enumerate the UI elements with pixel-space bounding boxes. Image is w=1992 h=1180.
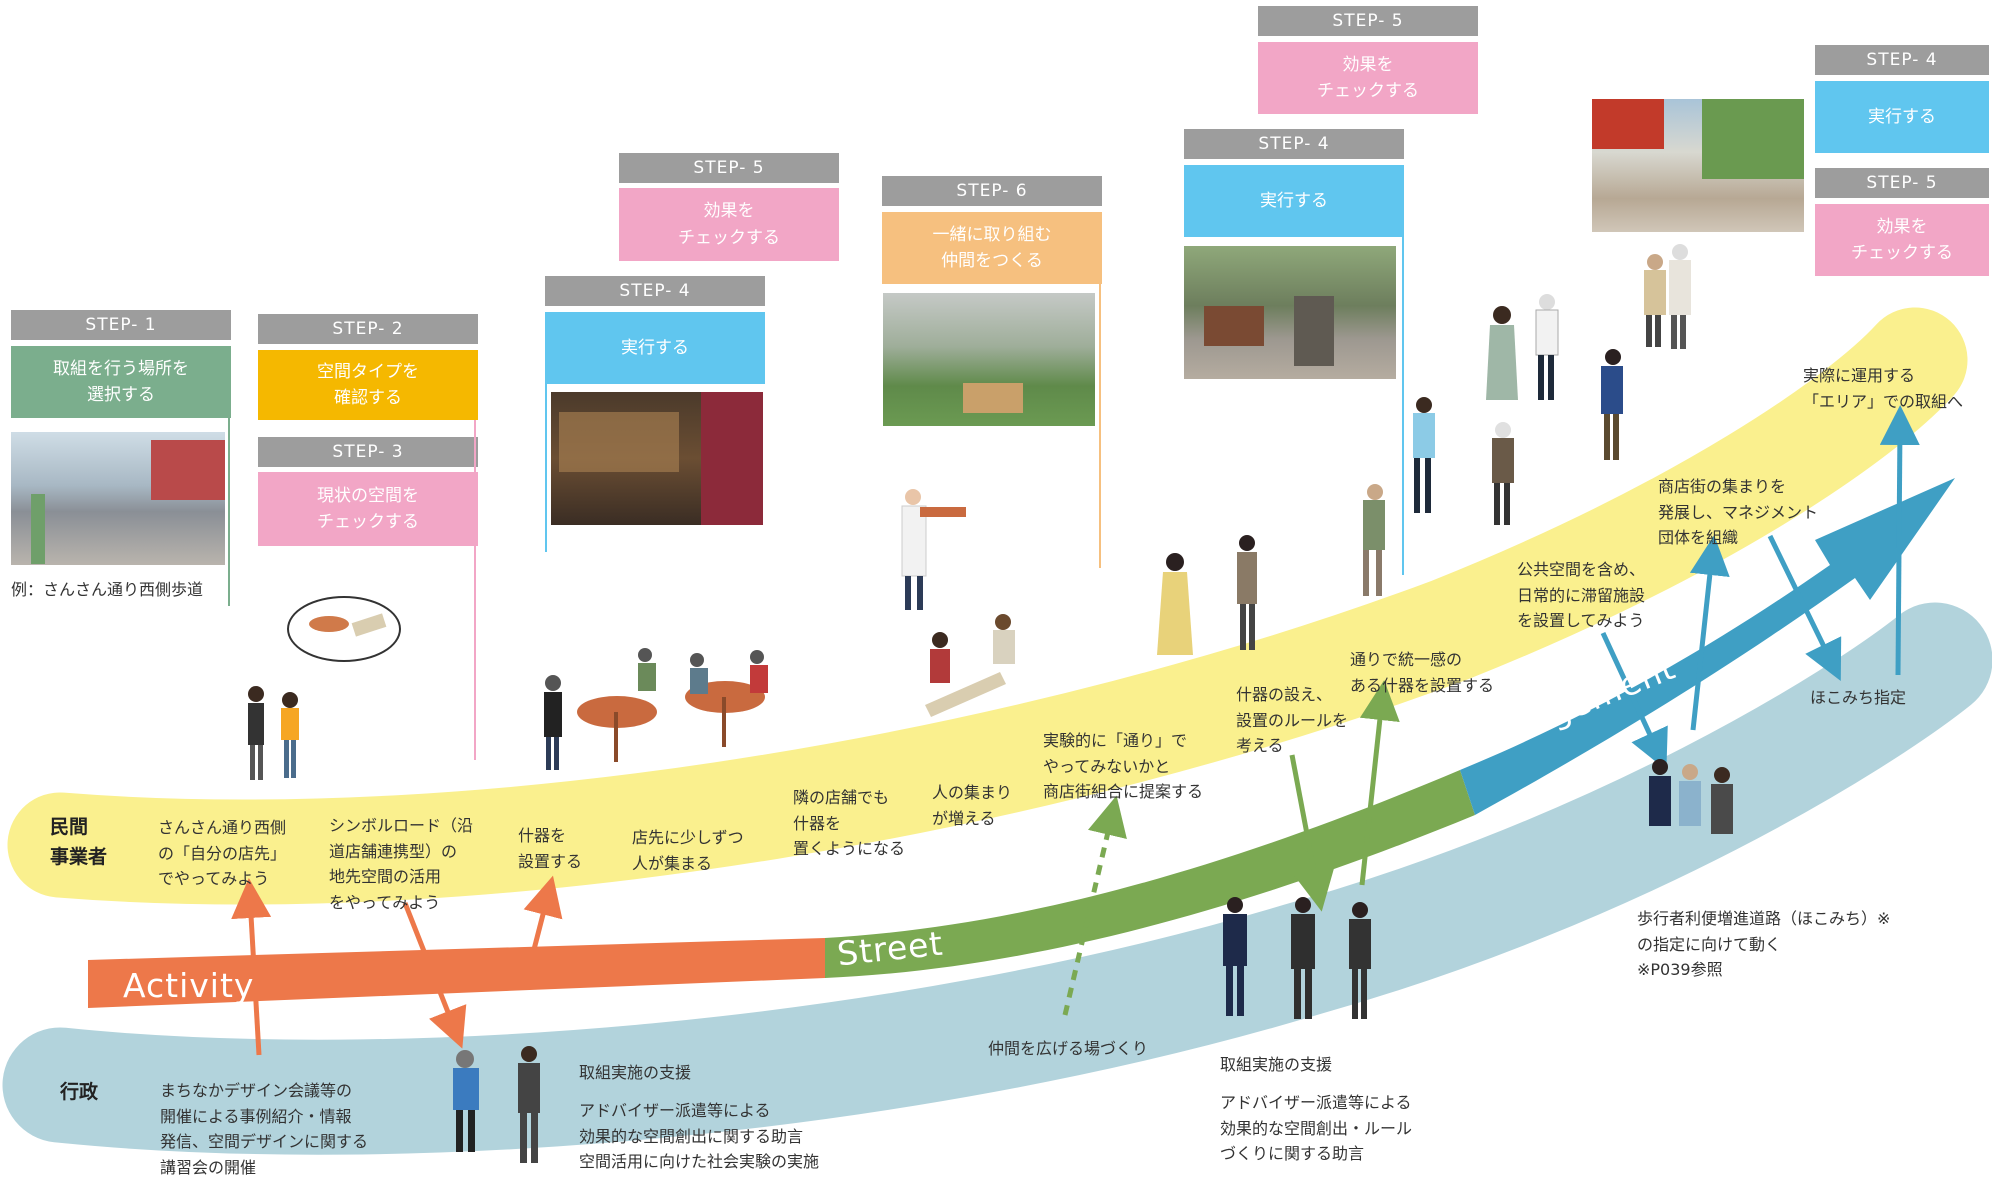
step-1-line — [228, 346, 230, 606]
step-5b-tag: STEP- 5 — [1258, 6, 1478, 36]
step-5a-box: 効果を チェックする — [619, 188, 839, 261]
shopping-street-photo — [1592, 99, 1804, 232]
private-text-4: 店先に少しずつ 人が集まる — [632, 828, 744, 873]
step-5b-box: 効果を チェックする — [1258, 42, 1478, 114]
street-photo — [11, 432, 225, 565]
private-text-11: 商店街の集まりを 発展し、マネジメント 団体を組織 — [1658, 477, 1819, 548]
private-text-2: シンボルロード（沿 道店舗連携型）の 地先空間の活用 をやってみよう — [329, 816, 474, 912]
admin-text-3: 仲間を広げる場づくり — [988, 1039, 1149, 1058]
admin-text-2-title: 取組実施の支援 — [579, 1063, 692, 1082]
step-6-tag: STEP- 6 — [882, 176, 1102, 206]
step-4c-tag: STEP- 4 — [1815, 45, 1989, 75]
step-1-box: 取組を行う場所を 選択する — [11, 346, 231, 418]
thought-bubble — [287, 596, 401, 662]
admin-people — [453, 759, 1733, 1163]
admin-row-label: 行政 — [60, 1081, 99, 1103]
cafe-scene — [544, 648, 768, 770]
private-text-1: さんさん通り西側 の「自分の店先」 でやってみよう — [158, 818, 287, 889]
admin-text-2-body: アドバイザー派遣等による 効果的な空間創出に関する助言 空間活用に向けた社会実験… — [579, 1101, 820, 1172]
step-4b-tag: STEP- 4 — [1184, 129, 1404, 159]
private-text-7: 実験的に「通り」で やってみないかと 商店街組合に提案する — [1043, 731, 1204, 802]
step-4b-line — [1402, 165, 1404, 575]
street-people — [1363, 244, 1691, 596]
park-photo — [883, 293, 1095, 426]
step-2-tag: STEP- 2 — [258, 314, 478, 344]
street-market-photo — [1184, 246, 1396, 379]
private-text-5: 隣の店舗でも 什器を 置くようになる — [793, 788, 906, 859]
step-1-tag: STEP- 1 — [11, 310, 231, 340]
step-4a-line — [545, 312, 547, 552]
step-3-box: 現状の空間を チェックする — [258, 472, 478, 546]
admin-text-4-title: 取組実施の支援 — [1220, 1055, 1333, 1074]
step-4a-tag: STEP- 4 — [545, 276, 765, 306]
admin-text-5: 歩行者利便増進道路（ほこみち）※ の指定に向けて動く ※P039参照 — [1637, 909, 1891, 980]
private-band — [7, 307, 1968, 905]
step-2-box: 空間タイプを 確認する — [258, 350, 478, 420]
shop-photo — [551, 392, 763, 525]
admin-text-1: まちなかデザイン会議等の 開催による事例紹介・情報 発信、空間デザインに関する … — [160, 1081, 369, 1177]
private-text-10: 公共空間を含め、 日常的に滞留施設 を設置してみよう — [1517, 560, 1646, 631]
admin-band — [2, 602, 1992, 1155]
step-4c-box: 実行する — [1815, 81, 1989, 153]
step-4b-box: 実行する — [1184, 165, 1404, 237]
private-text-6: 人の集まり が増える — [932, 783, 1013, 828]
people-illustrations — [248, 244, 1733, 1163]
shop-pair — [248, 686, 299, 780]
street-band — [825, 770, 1475, 978]
admin-text-4-body: アドバイザー派遣等による 効果的な空間創出・ルール づくりに関する助言 — [1220, 1093, 1413, 1164]
step-3-line — [474, 420, 476, 760]
private-text-9: 通りで統一感の ある什器を設置する — [1350, 650, 1495, 695]
activity-label: Activity — [123, 966, 255, 1005]
step-6-box: 一緒に取り組む 仲間をつくる — [882, 212, 1102, 284]
activity-band — [88, 938, 825, 1008]
private-row-label: 民間 事業者 — [50, 816, 108, 869]
photo-caption: 例：さんさん通り西側歩道 — [11, 580, 204, 599]
step-4a-box: 実行する — [545, 312, 765, 384]
step-5c-box: 効果を チェックする — [1815, 204, 1989, 276]
chef-and-sitters — [901, 489, 1015, 717]
private-text-12: 実際に運用する 「エリア」での取組へ — [1803, 366, 1964, 411]
couple-talking — [1157, 535, 1257, 655]
private-text-13: ほこみち指定 — [1810, 688, 1907, 707]
private-text-8: 什器の設え、 設置のルールを 考える — [1236, 685, 1349, 756]
step-3-tag: STEP- 3 — [258, 437, 478, 467]
step-6-line — [1099, 212, 1101, 568]
step-5a-tag: STEP- 5 — [619, 153, 839, 183]
private-text-3: 什器を 設置する — [518, 826, 583, 871]
management-band — [1460, 478, 1955, 815]
step-5c-tag: STEP- 5 — [1815, 168, 1989, 198]
